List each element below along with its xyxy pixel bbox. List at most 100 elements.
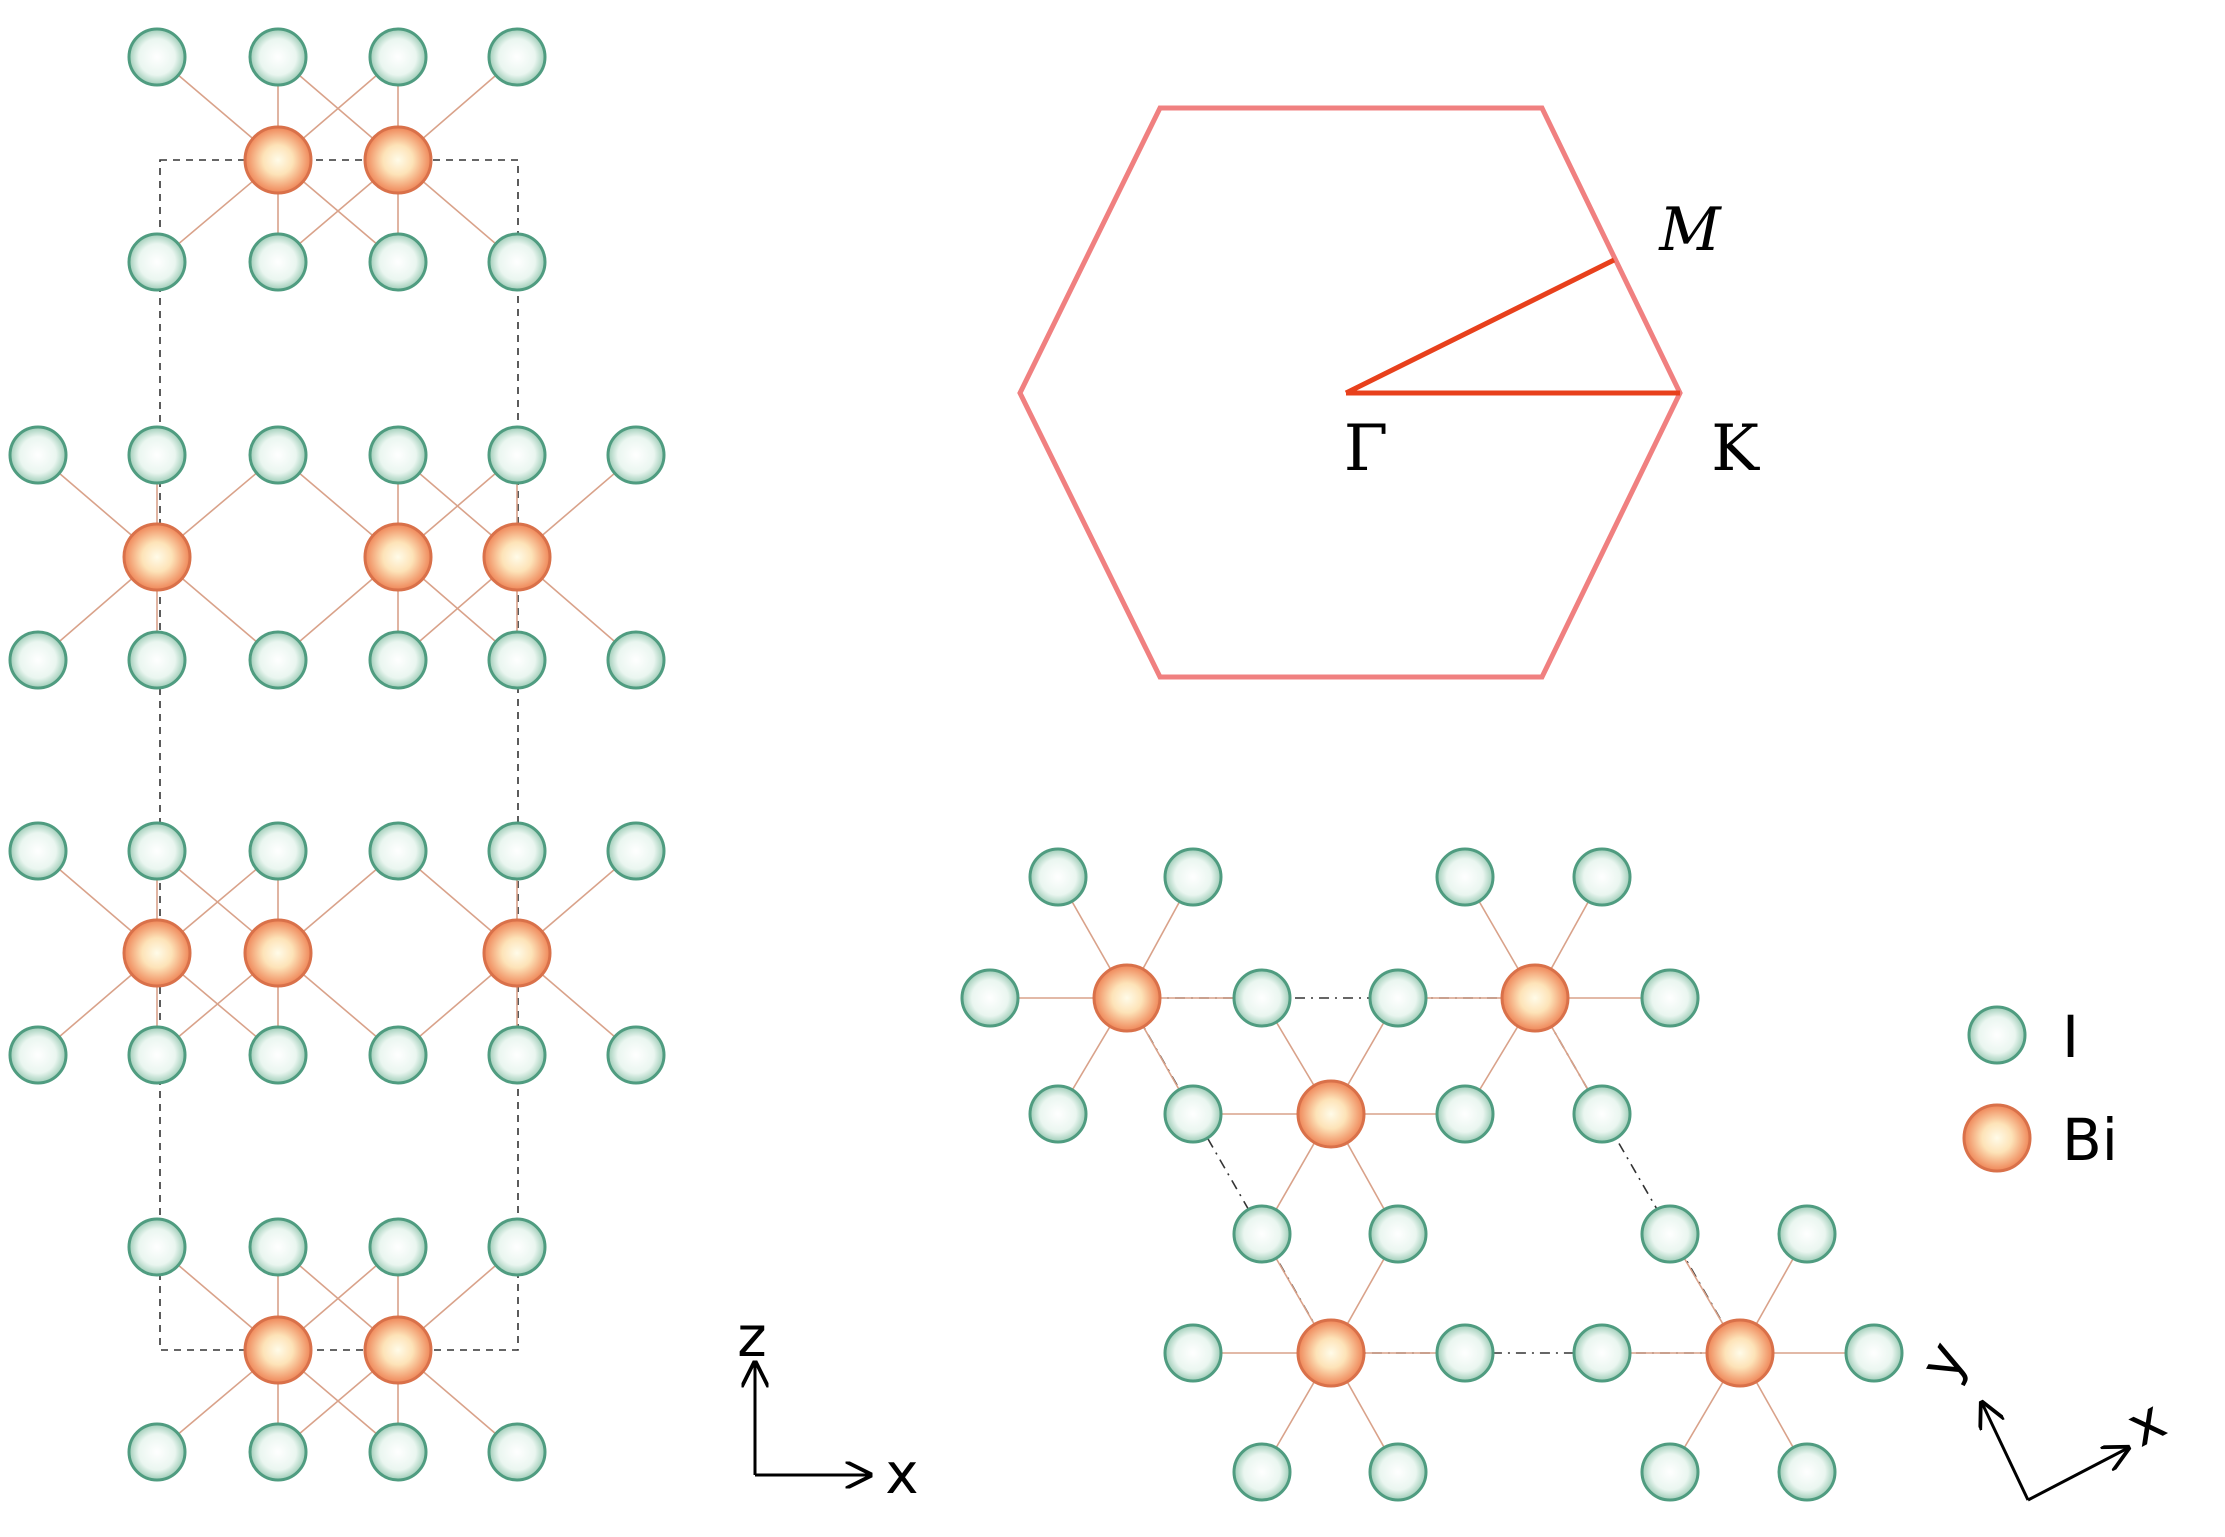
iodine-atom (606, 1025, 666, 1085)
iodine-atom (248, 1025, 308, 1085)
iodine-atom (368, 27, 428, 87)
z-axis-label: z (737, 1305, 766, 1370)
iodine-atom (248, 27, 308, 87)
iodine-atom (606, 821, 666, 881)
iodine-atom (248, 425, 308, 485)
iodine-atom (368, 821, 428, 881)
iodine-atom (127, 425, 187, 485)
y-axis-arrow (1982, 1403, 2030, 1501)
gamma-m-path (1344, 257, 1616, 396)
iodine-atom (487, 630, 547, 690)
iodine-atom (127, 27, 187, 87)
iodine-atom (127, 1422, 187, 1482)
iodine-atom (127, 1025, 187, 1085)
iodine-atom (127, 630, 187, 690)
iodine-atom (1368, 1204, 1428, 1264)
bismuth-atom (1296, 1318, 1366, 1388)
bismuth-atom (243, 125, 313, 195)
iodine-atom (8, 821, 68, 881)
iodine-atom (248, 630, 308, 690)
iodine-atom (248, 821, 308, 881)
iodine-atom (1028, 1084, 1088, 1144)
iodine-atom (487, 1422, 547, 1482)
bismuth-atom (1500, 963, 1570, 1033)
iodine-atom (487, 1025, 547, 1085)
iodine-atom (1572, 1084, 1632, 1144)
bismuth-atom (363, 125, 433, 195)
iodine-atom (1163, 1084, 1223, 1144)
iodine-atom (487, 232, 547, 292)
bismuth-atom (243, 918, 313, 988)
bismuth-atom (122, 522, 192, 592)
iodine-atom (8, 1025, 68, 1085)
iodine-atom (248, 1217, 308, 1277)
bismuth-atom (1092, 963, 1162, 1033)
side-atoms (8, 27, 666, 1482)
iodine-atom (487, 821, 547, 881)
gamma-point-label: Γ (1344, 412, 1388, 486)
side-bonds (37, 56, 637, 1453)
bismuth-atom (363, 1315, 433, 1385)
side-view-structure (8, 27, 666, 1482)
side-view-axes: z x (737, 1305, 918, 1507)
iodine-atom (1368, 968, 1428, 1028)
legend: I Bi (1962, 1003, 2118, 1174)
bismuth-atom (482, 522, 552, 592)
iodine-atom (1640, 1442, 1700, 1502)
iodine-atom (487, 1217, 547, 1277)
brillouin-zone-diagram: Γ K M (1017, 105, 1760, 680)
top-view-structure (960, 847, 1904, 1502)
k-point-label: K (1711, 412, 1760, 486)
iodine-atom (1435, 1084, 1495, 1144)
iodine-atom (1777, 1204, 1837, 1264)
bismuth-atom (482, 918, 552, 988)
top-atoms (960, 847, 1904, 1502)
iodine-atom (368, 1217, 428, 1277)
iodine-atom (1435, 847, 1495, 907)
bismuth-atom (243, 1315, 313, 1385)
iodine-atom (1163, 847, 1223, 907)
legend-bi-swatch (1962, 1103, 2032, 1173)
iodine-atom (127, 1217, 187, 1277)
iodine-atom (1163, 1323, 1223, 1383)
legend-i-swatch (1967, 1005, 2027, 1065)
top-unit-cell-outline (1125, 997, 1742, 1354)
y-axis-label: y (1907, 1331, 1980, 1391)
iodine-atom (487, 27, 547, 87)
iodine-atom (368, 630, 428, 690)
brillouin-zone-hexagon (1017, 105, 1683, 680)
iodine-atom (606, 630, 666, 690)
iodine-atom (127, 232, 187, 292)
iodine-atom (8, 425, 68, 485)
bismuth-atom (122, 918, 192, 988)
iodine-atom (1777, 1442, 1837, 1502)
iodine-atom (368, 232, 428, 292)
iodine-atom (248, 232, 308, 292)
top-unit-cell-rhombus (1125, 997, 1742, 1354)
iodine-atom (1572, 847, 1632, 907)
iodine-atom (1232, 968, 1292, 1028)
legend-i-label: I (2062, 1003, 2079, 1071)
side-unit-cell-outline (159, 159, 519, 1351)
x-axis-arrow-top (2027, 1448, 2128, 1502)
iodine-atom (1028, 847, 1088, 907)
x-axis-label: x (885, 1442, 918, 1507)
iodine-atom (1640, 1204, 1700, 1264)
iodine-atom (1368, 1442, 1428, 1502)
iodine-atom (1640, 968, 1700, 1028)
iodine-atom (368, 425, 428, 485)
iodine-atom (368, 1025, 428, 1085)
legend-bi-label: Bi (2062, 1106, 2118, 1174)
iodine-atom (487, 425, 547, 485)
iodine-atom (1435, 1323, 1495, 1383)
iodine-atom (127, 821, 187, 881)
iodine-atom (8, 630, 68, 690)
iodine-atom (248, 1422, 308, 1482)
side-unit-cell-rect (159, 159, 519, 1351)
top-view-axes: y x (1907, 1331, 2176, 1502)
iodine-atom (1844, 1323, 1904, 1383)
iodine-atom (960, 968, 1020, 1028)
bismuth-atom (363, 522, 433, 592)
iodine-atom (1232, 1204, 1292, 1264)
